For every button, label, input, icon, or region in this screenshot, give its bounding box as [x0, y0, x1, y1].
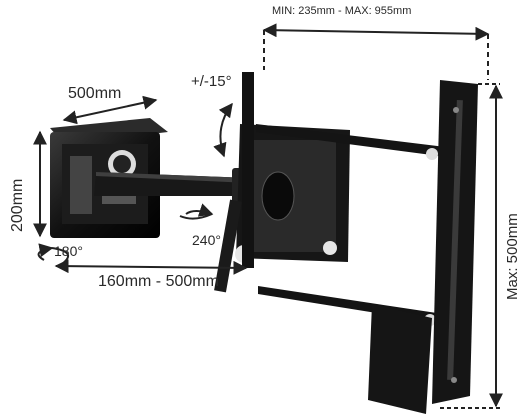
min-max-label: MIN: 235mm - MAX: 955mm [272, 5, 412, 17]
extension-range-label: 160mm - 500mm [98, 273, 219, 290]
max-vertical-label: Max: 500mm [504, 213, 521, 300]
arm-depth-label: 500mm [68, 85, 122, 102]
dimension-lines [33, 23, 503, 409]
rotation-240-label: 240° [192, 232, 221, 248]
wall-plate-height-label: 200mm [9, 178, 26, 232]
vertical-post [242, 72, 254, 268]
vertical-rails [368, 80, 478, 414]
swivel-angle-label: +/-15° [191, 73, 232, 90]
rotation-180-label: 180° [54, 243, 83, 259]
